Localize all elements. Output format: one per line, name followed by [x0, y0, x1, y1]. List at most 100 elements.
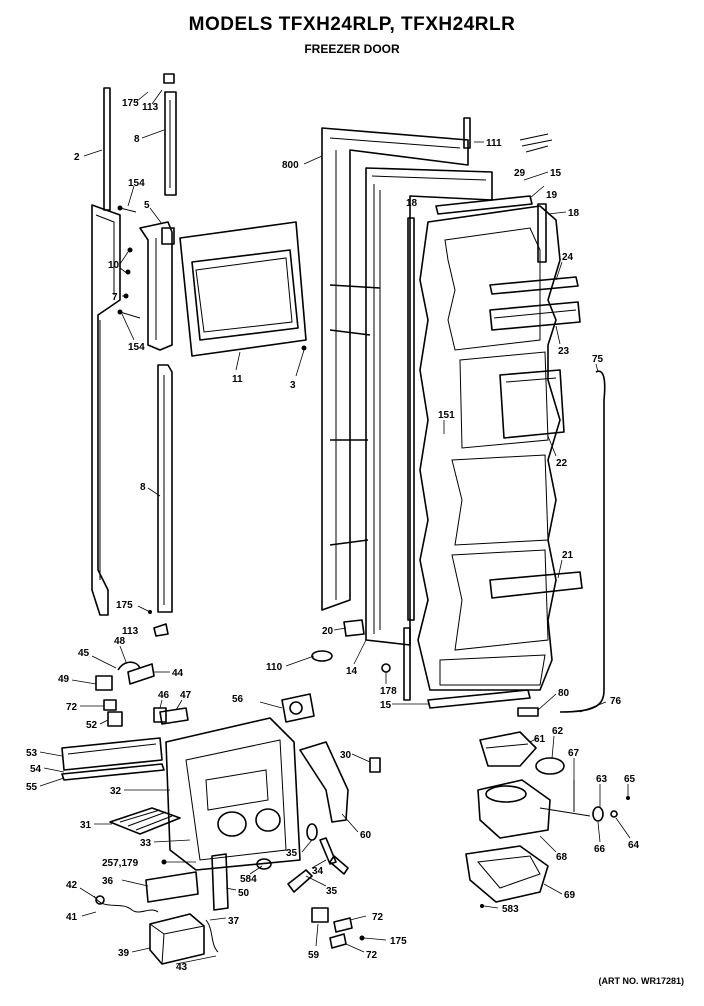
rod-top: [463, 117, 471, 149]
label-111: 111: [486, 138, 502, 149]
label-72-bottom: 72: [366, 950, 378, 961]
vertical-strip-left: [407, 217, 415, 621]
label-18-left: 18: [406, 198, 418, 209]
trim-strip-lower: [157, 364, 173, 613]
actuator-spring: [117, 661, 155, 685]
label-35: 35: [286, 848, 298, 859]
label-22: 22: [556, 458, 568, 469]
shelf-bar-middle: [489, 301, 581, 331]
label-32: 32: [110, 786, 122, 797]
dispenser-motor: [149, 913, 219, 965]
label-20: 20: [322, 626, 334, 637]
label-8: 8: [134, 134, 140, 145]
light-shield: [61, 737, 165, 781]
small-hardware: [311, 907, 365, 949]
vertical-strip-right: [537, 203, 547, 263]
auger-parts: [256, 823, 349, 893]
top-bar: [435, 195, 533, 215]
label-56: 56: [232, 694, 244, 705]
label-15-lower: 15: [380, 700, 392, 711]
label-31: 31: [80, 820, 92, 831]
label-48: 48: [114, 636, 126, 647]
label-21: 21: [562, 550, 574, 561]
small-cap: [311, 650, 333, 662]
diagram-subtitle: FREEZER DOOR: [304, 42, 400, 56]
label-36: 36: [102, 876, 114, 887]
label-76: 76: [610, 696, 622, 707]
label-63: 63: [596, 774, 608, 785]
trim-strip-upper: [163, 73, 177, 196]
part-labels: 175 113 8 2 154 5 10 7 154 11 3 800 111 …: [26, 98, 640, 973]
label-800: 800: [282, 160, 299, 171]
label-52: 52: [86, 720, 98, 731]
art-number: (ART NO. WR17281): [598, 976, 684, 986]
water-tube: [559, 370, 606, 713]
label-175-lower: 175: [116, 600, 133, 611]
label-60: 60: [360, 830, 372, 841]
label-24: 24: [562, 252, 574, 263]
housing-69: [465, 845, 549, 903]
label-11: 11: [232, 374, 243, 385]
label-178: 178: [380, 686, 397, 697]
label-8-lower: 8: [140, 482, 146, 493]
inner-door-liner: [417, 205, 561, 691]
label-23: 23: [558, 346, 570, 357]
door-trim-left: [91, 87, 121, 616]
label-584: 584: [240, 874, 257, 885]
label-62: 62: [552, 726, 564, 737]
label-49: 49: [58, 674, 70, 685]
label-33: 33: [140, 838, 152, 849]
label-154-lower: 154: [128, 342, 145, 353]
ice-chute-68: [477, 779, 591, 839]
label-72: 72: [66, 702, 78, 713]
label-5: 5: [144, 200, 150, 211]
label-3: 3: [290, 380, 296, 391]
label-10: 10: [108, 260, 120, 271]
label-7: 7: [112, 292, 118, 303]
label-29: 29: [514, 168, 526, 179]
switch-cover: [95, 675, 189, 727]
label-175: 175: [122, 98, 139, 109]
label-54: 54: [30, 764, 42, 775]
label-72-right: 72: [372, 912, 384, 923]
solenoid-valve: [281, 693, 315, 723]
label-110: 110: [266, 662, 283, 673]
valve-parts-63-66: [573, 780, 630, 822]
label-15: 15: [550, 168, 562, 179]
outer-door-panel: [321, 127, 469, 611]
motor-bracket: [145, 853, 229, 911]
end-cap-lower: [148, 610, 169, 637]
label-68: 68: [556, 852, 568, 863]
label-34: 34: [312, 866, 324, 877]
label-61: 61: [534, 734, 546, 745]
label-42: 42: [66, 880, 78, 891]
label-65: 65: [624, 774, 636, 785]
dispenser-housing: [165, 717, 301, 871]
label-39: 39: [118, 948, 130, 959]
bumper: [381, 663, 391, 673]
label-2: 2: [74, 152, 80, 163]
disc-62: [535, 757, 565, 775]
label-30: 30: [340, 750, 352, 761]
label-46: 46: [158, 690, 170, 701]
label-35-lower: 35: [326, 886, 338, 897]
label-44: 44: [172, 668, 184, 679]
label-14: 14: [346, 666, 358, 677]
label-53: 53: [26, 748, 38, 759]
mounting-bracket: [299, 741, 381, 823]
label-55: 55: [26, 782, 38, 793]
tube-fitting: [517, 707, 539, 717]
vertical-strip-lower: [403, 627, 411, 701]
label-583: 583: [502, 904, 519, 915]
label-257-179: 257,179: [102, 858, 139, 869]
label-80: 80: [558, 688, 570, 699]
label-113-lower: 113: [122, 626, 139, 637]
label-59: 59: [308, 950, 320, 961]
label-151: 151: [438, 410, 455, 421]
leader-lines: [39, 89, 631, 965]
label-41: 41: [66, 912, 78, 923]
label-69: 69: [564, 890, 576, 901]
label-67: 67: [568, 748, 580, 759]
label-66: 66: [594, 844, 606, 855]
